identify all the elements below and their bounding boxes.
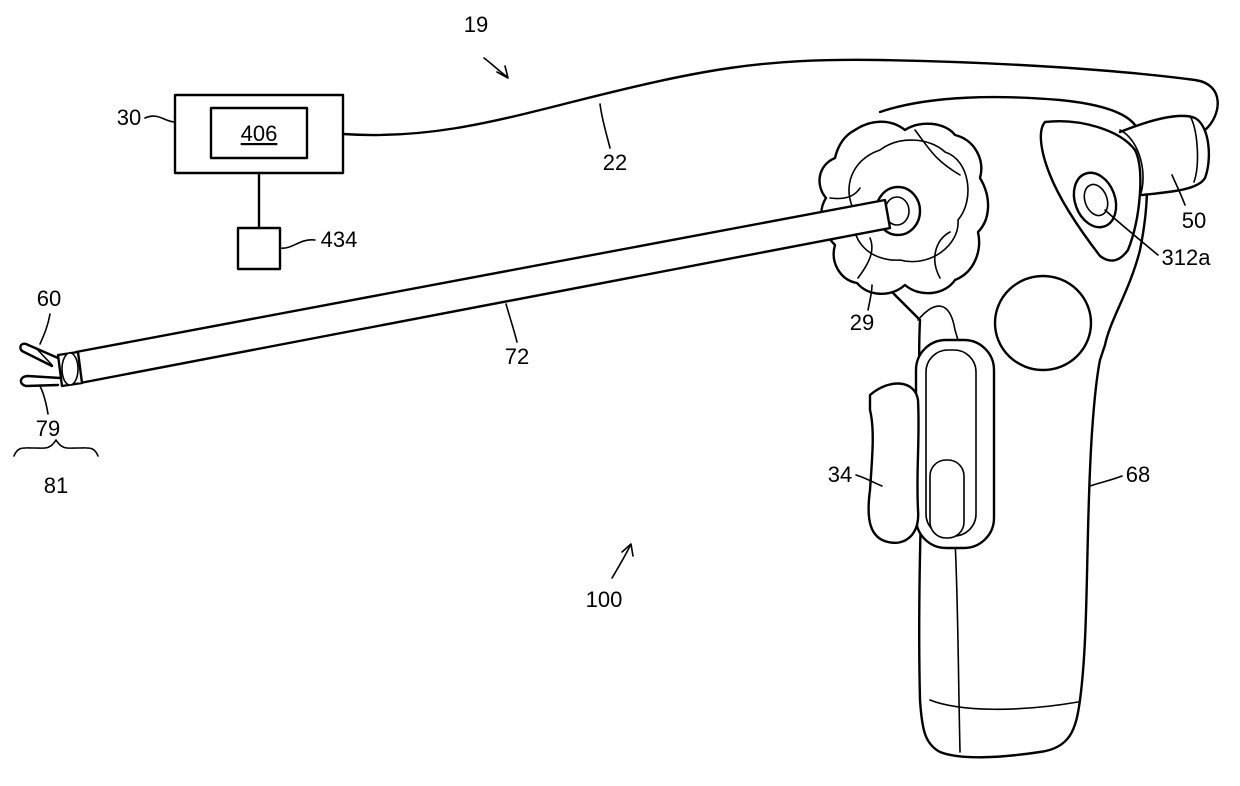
- leader-68: [1090, 476, 1122, 486]
- ref-81: 81: [44, 473, 68, 498]
- display-label: 406: [241, 121, 278, 146]
- ref-79: 79: [36, 416, 60, 441]
- ref-22: 22: [603, 150, 627, 175]
- ref-68: 68: [1126, 462, 1150, 487]
- leader-72: [506, 304, 517, 342]
- footswitch-box: [238, 228, 280, 269]
- ref-34: 34: [828, 462, 852, 487]
- brace-81: [14, 440, 98, 456]
- lower-jaw[interactable]: [21, 376, 60, 386]
- activation-button[interactable]: [869, 384, 919, 543]
- ref-72: 72: [505, 344, 529, 369]
- ref-60: 60: [37, 286, 61, 311]
- ref-434: 434: [321, 227, 358, 252]
- shaft: [76, 200, 890, 383]
- housing-cover: [995, 276, 1091, 370]
- leader-60: [40, 314, 50, 344]
- arrow-19: [497, 66, 508, 78]
- lever-slot-lower: [930, 460, 964, 538]
- upper-jaw[interactable]: [20, 344, 58, 366]
- leader-22: [600, 104, 610, 148]
- ref-100: 100: [586, 587, 623, 612]
- leader-434: [280, 240, 315, 248]
- ref-29: 29: [850, 310, 874, 335]
- leader-30: [145, 116, 175, 122]
- ref-30: 30: [117, 105, 141, 130]
- leader-19: [484, 58, 506, 76]
- leader-79: [40, 386, 48, 414]
- ref-312a: 312a: [1162, 245, 1212, 270]
- ref-19: 19: [464, 12, 488, 37]
- collar-ring: [62, 353, 78, 385]
- leader-100: [612, 546, 630, 578]
- ref-50: 50: [1182, 208, 1206, 233]
